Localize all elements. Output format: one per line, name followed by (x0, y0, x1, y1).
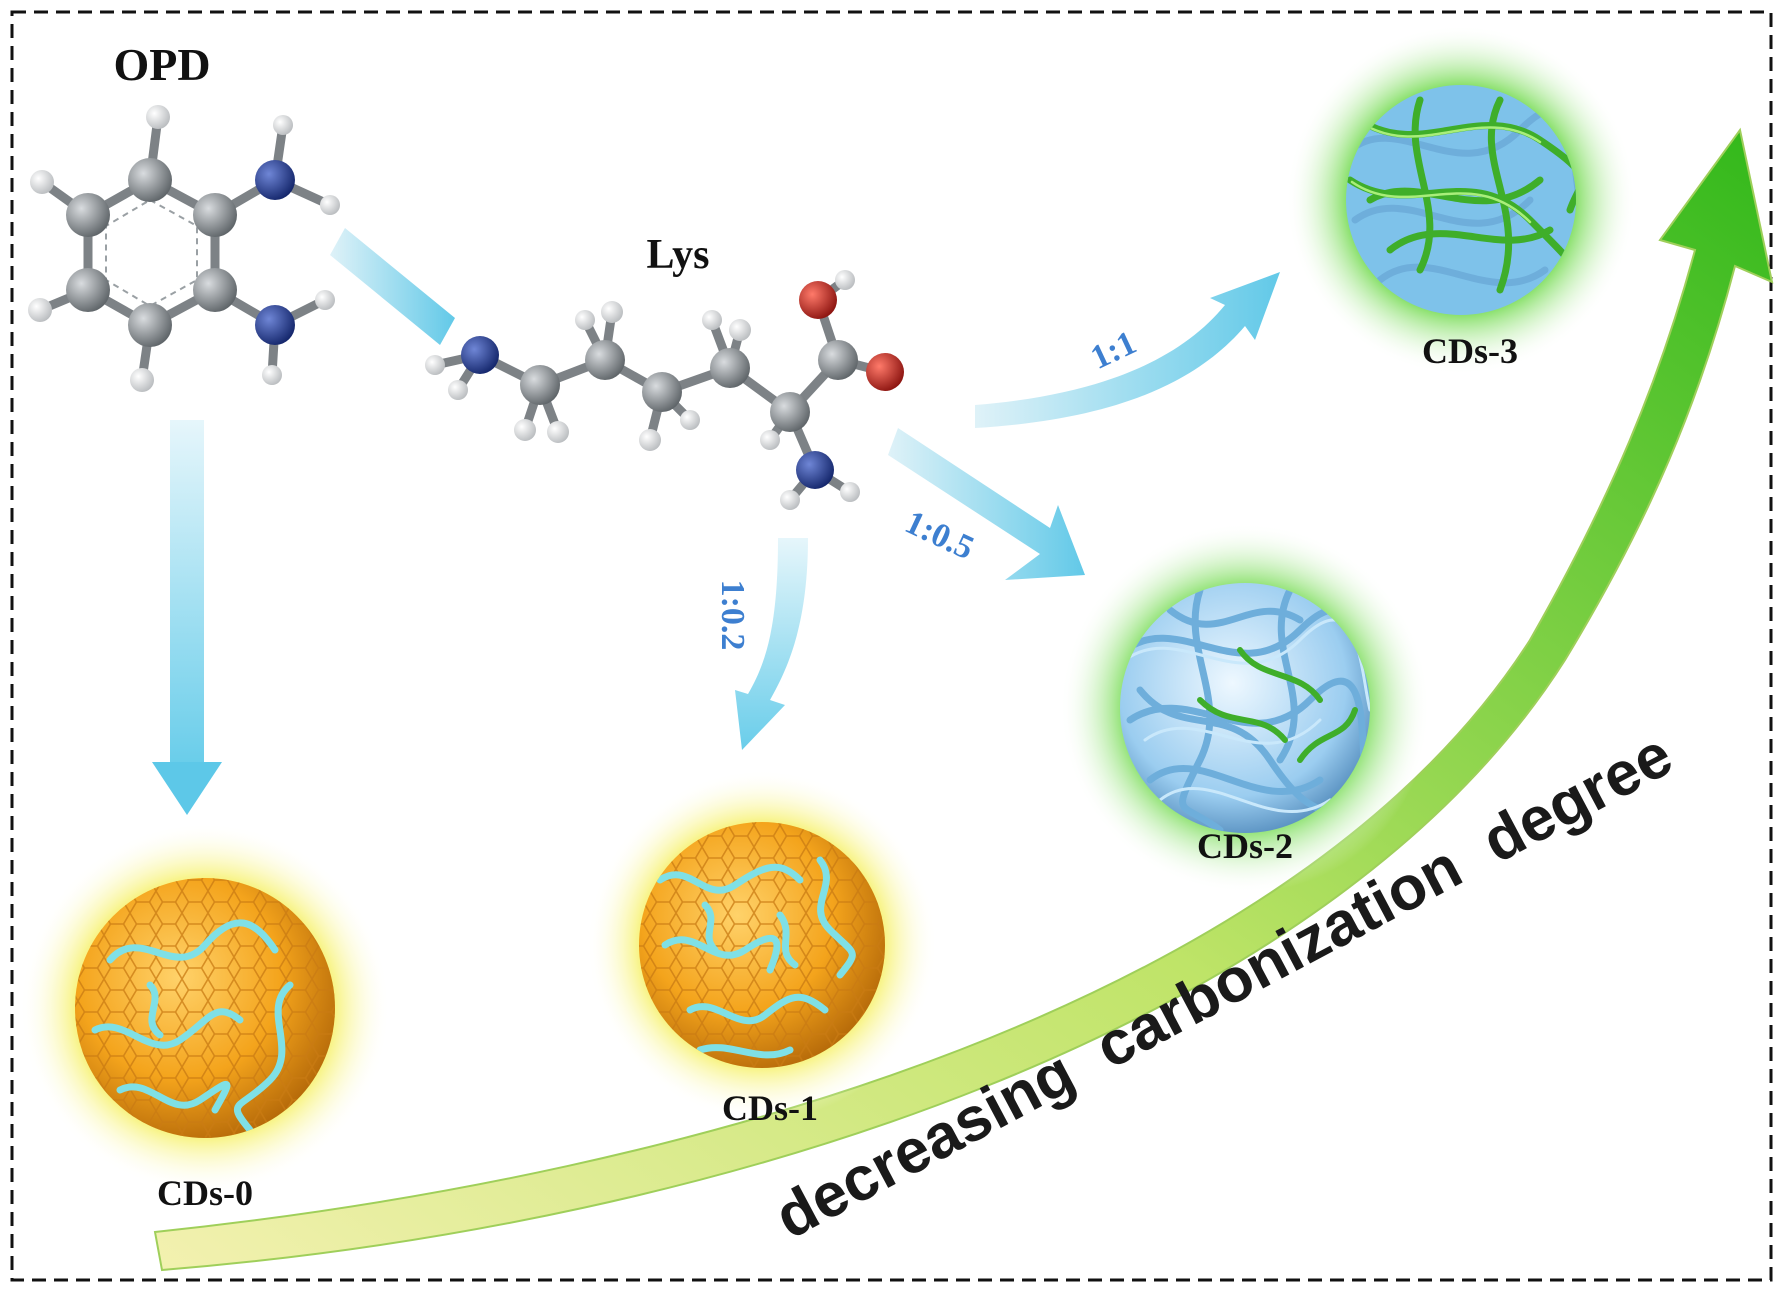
opd-to-lys-connector (330, 228, 455, 345)
opd-molecule (28, 105, 340, 392)
arrow-lys-to-cds1 (735, 538, 808, 750)
ratio-label-2: 1:0.5 (900, 504, 980, 567)
cds0-particle (20, 823, 390, 1193)
cds3-label: CDs-3 (1422, 331, 1518, 371)
cds1-particle (587, 770, 937, 1120)
dashed-frame (10, 10, 1773, 1282)
cds2-particle (1060, 523, 1430, 893)
ratio-label-1: 1:0.2 (714, 580, 751, 651)
arrow-lys-to-cds2 (888, 428, 1085, 580)
arrow-lys-to-cds3 (975, 272, 1280, 428)
lys-label: Lys (646, 232, 709, 278)
cds1-label: CDs-1 (722, 1088, 818, 1128)
lys-molecule (425, 270, 904, 510)
trend-arrow (153, 127, 1774, 1272)
cds2-label: CDs-2 (1197, 826, 1293, 866)
ratio-label-3: 1:1 (1085, 324, 1142, 377)
cds0-label: CDs-0 (157, 1173, 253, 1213)
cds3-particle (1286, 25, 1636, 375)
arrow-opd-to-cds0 (152, 420, 222, 815)
opd-label: OPD (113, 39, 210, 90)
